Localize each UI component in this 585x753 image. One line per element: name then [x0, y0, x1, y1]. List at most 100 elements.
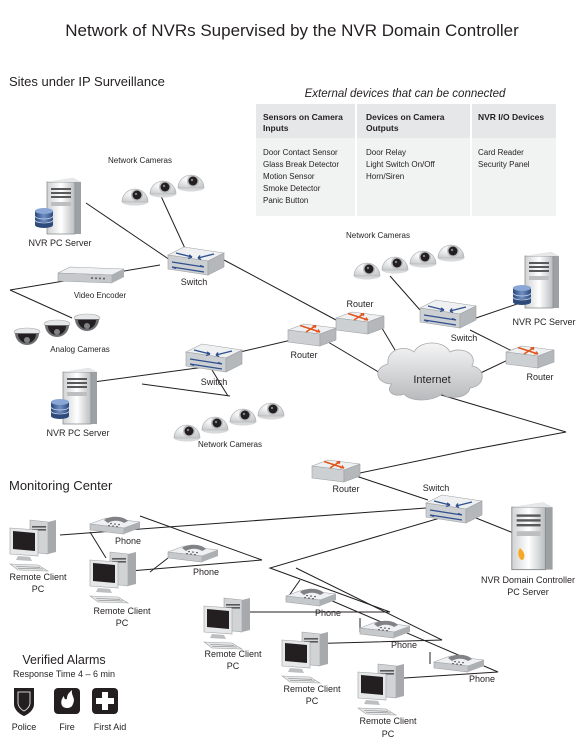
- wire-switch2-cameras: [211, 369, 229, 397]
- table-col1-item: Motion Sensor: [263, 172, 315, 181]
- phone-icon: [359, 620, 411, 639]
- table-col3-header-line1: NVR I/O Devices: [478, 112, 544, 122]
- table-col2-item: Horn/Siren: [366, 172, 404, 181]
- police-badge-icon: [14, 688, 34, 716]
- wire-cameras-switch3: [389, 275, 421, 311]
- router-icon: [287, 323, 337, 347]
- phone-icon: [285, 588, 337, 607]
- wire-switch4-controller: [475, 517, 517, 535]
- wire-cameras-switch1: [159, 193, 189, 256]
- router-icon: [335, 311, 385, 335]
- section-monitoring-heading: Monitoring Center: [9, 478, 113, 493]
- network-camera-icon: [257, 402, 285, 420]
- verified-alarms: Verified Alarms Response Time 4 – 6 min …: [12, 653, 127, 732]
- switch-icon: [167, 246, 225, 276]
- external-devices-table: External devices that can be connected S…: [256, 88, 556, 216]
- network-camera-icon: [381, 256, 409, 274]
- phone-icon: [433, 654, 485, 673]
- table-col3-item: Security Panel: [478, 160, 530, 169]
- table-col2-header-line1: Devices on Camera: [366, 112, 445, 122]
- table-col1-header-line2: Inputs: [263, 123, 289, 133]
- wire-switch1-router: [223, 259, 337, 321]
- analog-camera-icon: [73, 313, 101, 332]
- phone-label: Phone: [391, 640, 417, 650]
- monitoring-center: Router Switch NVR Domain Controller PC S…: [9, 459, 575, 739]
- switch-icon: [419, 299, 477, 329]
- network-camera-icon: [353, 262, 381, 280]
- database-icon: [34, 207, 54, 229]
- internet-cloud: Internet: [377, 342, 483, 401]
- network-camera-icon: [149, 180, 177, 198]
- phone-icon: [89, 516, 141, 535]
- service-label-first-aid: First Aid: [94, 722, 127, 732]
- network-camera-icon: [177, 174, 205, 192]
- phone-icon: [167, 544, 219, 563]
- network-camera-icon: [121, 188, 149, 206]
- domain-controller-label-line1: NVR Domain Controller: [481, 575, 575, 585]
- network-cameras-label: Network Cameras: [108, 156, 172, 165]
- router-label: Router: [332, 484, 359, 494]
- router-icon: [311, 459, 361, 483]
- nvr-server-label: NVR PC Server: [512, 317, 575, 327]
- switch-icon: [425, 494, 483, 524]
- database-icon: [512, 284, 532, 306]
- desktop-pc-icon: [281, 631, 329, 684]
- table-col3-item: Card Reader: [478, 148, 524, 157]
- remote-client-label-line1: Remote Client: [283, 684, 341, 694]
- wire-encoder-analog: [9, 289, 73, 319]
- wire-switch3-server: [475, 302, 521, 319]
- cloud-shape: [377, 342, 483, 401]
- domain-controller-server-icon: [511, 501, 554, 571]
- phone-label: Phone: [315, 608, 341, 618]
- domain-controller-label-line2: PC Server: [507, 587, 549, 597]
- network-cameras-label: Network Cameras: [346, 231, 410, 240]
- table-col1-item: Glass Break Detector: [263, 160, 339, 169]
- network-camera-icon: [173, 424, 201, 442]
- alarms-subtitle: Response Time 4 – 6 min: [13, 669, 115, 679]
- table-col2-header-line2: Outputs: [366, 123, 399, 133]
- network-camera-icon: [409, 250, 437, 268]
- analog-camera-icon: [43, 319, 71, 338]
- remote-client-label-line2: PC: [382, 729, 395, 739]
- switch-label: Switch: [201, 377, 228, 387]
- network-camera-icon: [201, 416, 229, 434]
- desktop-pc-icon: [357, 663, 405, 716]
- wire-switch2-server: [85, 365, 213, 384]
- site-top-left: Network Cameras NVR PC Server Switch Vid…: [13, 156, 225, 354]
- external-devices-heading: External devices that can be connected: [305, 88, 506, 100]
- alarms-title: Verified Alarms: [22, 653, 105, 667]
- database-icon: [50, 398, 70, 420]
- router-label: Router: [290, 350, 317, 360]
- table-header-band: [256, 104, 556, 138]
- switch-label: Switch: [451, 333, 478, 343]
- remote-client-label-line2: PC: [227, 661, 240, 671]
- remote-client-label-line1: Remote Client: [359, 716, 417, 726]
- section-sites-heading: Sites under IP Surveillance: [9, 74, 165, 89]
- desktop-pc-icon: [203, 597, 251, 650]
- internet-label: Internet: [413, 374, 450, 386]
- key-icon: [518, 548, 525, 560]
- wire-server-switch1: [85, 202, 171, 261]
- remote-client-label-line1: Remote Client: [204, 649, 262, 659]
- analog-cameras-label: Analog Cameras: [50, 345, 110, 354]
- site-right: Network Cameras NVR PC Server Switch Rou…: [346, 231, 576, 382]
- table-body-band: [256, 138, 556, 216]
- phone-label: Phone: [469, 674, 495, 684]
- remote-client-label-line2: PC: [116, 618, 129, 628]
- remote-client-label-line1: Remote Client: [93, 606, 151, 616]
- page-title: Network of NVRs Supervised by the NVR Do…: [65, 21, 519, 40]
- desktop-pc-icon: [9, 519, 57, 572]
- table-col1-item: Panic Button: [263, 196, 308, 205]
- switch-icon: [185, 343, 243, 373]
- wire-switch2-cameras-b: [141, 383, 231, 397]
- network-cameras-label: Network Cameras: [198, 440, 262, 449]
- table-col2-item: Door Relay: [366, 148, 406, 157]
- table-col1-header-line1: Sensors on Camera: [263, 112, 343, 122]
- desktop-pc-icon: [89, 551, 137, 604]
- table-col2-item: Light Switch On/Off: [366, 160, 436, 169]
- wire-lan-3: [268, 517, 441, 613]
- router-label: Router: [346, 299, 373, 309]
- network-camera-icon: [229, 408, 257, 426]
- wire-lan-1b: [89, 531, 107, 559]
